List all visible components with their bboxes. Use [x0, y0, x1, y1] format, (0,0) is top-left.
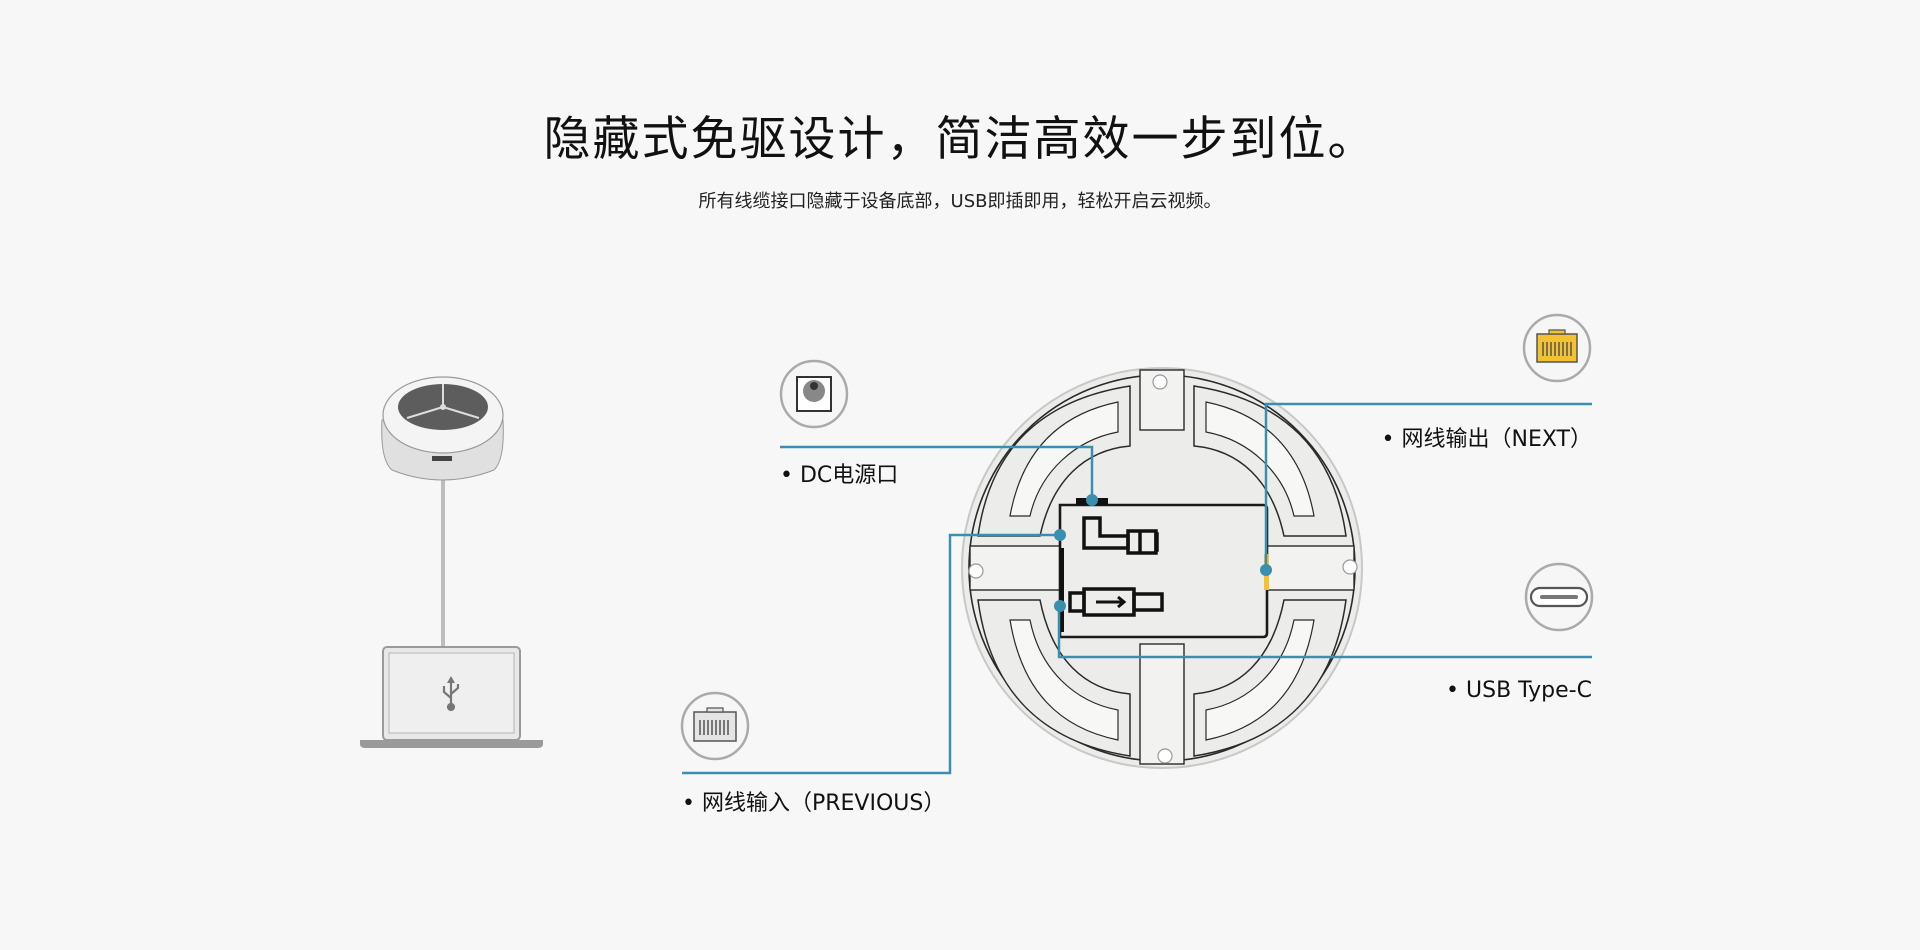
page-subtitle: 所有线缆接口隐藏于设备底部，USB即插即用，轻松开启云视频。 — [698, 191, 1222, 212]
connection-lines — [682, 402, 1592, 775]
net-out-connection-line — [1264, 402, 1592, 567]
page-title: 隐藏式免驱设计，简洁高效一步到位。 — [543, 112, 1377, 167]
dc-port-label: • DC电源口 — [780, 463, 898, 488]
speakerphone-device-icon — [381, 376, 504, 481]
screw-hole-icon — [1152, 374, 1168, 390]
net-in-connection-line — [682, 533, 1059, 775]
usb-plug-icon — [1068, 587, 1164, 617]
net-out-label: • 网线输出（NEXT） — [1382, 427, 1592, 452]
usb-c-label: • USB Type-C — [1446, 678, 1592, 703]
screw-hole-icon — [968, 563, 984, 579]
rj45-yellow-icon — [1522, 313, 1592, 383]
dc-jack-icon — [779, 359, 849, 429]
usb-icon — [442, 676, 460, 712]
net-in-label: • 网线输入（PREVIOUS） — [682, 791, 945, 816]
dc-connection-line — [780, 445, 1094, 500]
dc-plug-icon — [1082, 516, 1159, 555]
laptop-icon — [360, 646, 543, 748]
speakerphone-laptop-illustration — [360, 376, 543, 748]
usb-c-icon — [1524, 562, 1594, 632]
connection-dots — [1054, 494, 1272, 612]
screw-hole-icon — [1342, 559, 1358, 575]
screw-hole-icon — [1157, 748, 1173, 764]
rj45-grey-icon — [680, 691, 750, 761]
usb-connection-line — [1057, 606, 1592, 659]
device-bottom-view — [961, 367, 1363, 769]
